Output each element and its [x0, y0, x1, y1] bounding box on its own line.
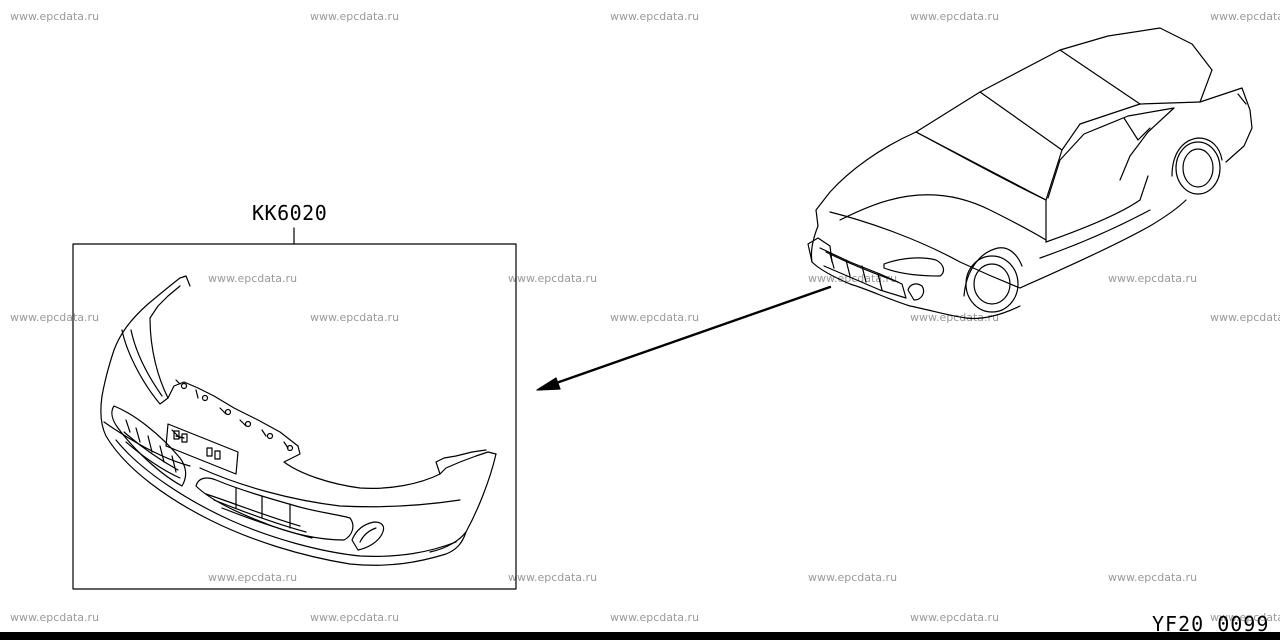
watermark: www.epcdata.ru — [910, 611, 1000, 624]
watermark: www.epcdata.ru — [10, 10, 100, 23]
front-bumper-drawing — [100, 275, 497, 566]
watermark: www.epcdata.ru — [208, 571, 298, 584]
watermark: www.epcdata.ru — [910, 10, 1000, 23]
bottom-band — [0, 632, 1280, 640]
drawing-code: YF20 0099 — [1152, 612, 1270, 636]
pointer-arrow — [536, 285, 832, 391]
watermark: www.epcdata.ru — [610, 311, 700, 324]
watermark: www.epcdata.ru — [610, 10, 700, 23]
watermark: www.epcdata.ru — [10, 311, 100, 324]
watermark: www.epcdata.ru — [310, 611, 400, 624]
watermark: www.epcdata.ru — [1108, 571, 1198, 584]
watermark: www.epcdata.ru — [1108, 272, 1198, 285]
car-overview-drawing — [807, 27, 1253, 320]
part-frame — [72, 243, 517, 590]
watermark: www.epcdata.ru — [1210, 10, 1280, 23]
watermark: www.epcdata.ru — [610, 611, 700, 624]
watermark: www.epcdata.ru — [10, 611, 100, 624]
watermark: www.epcdata.ru — [808, 571, 898, 584]
watermark: www.epcdata.ru — [910, 311, 1000, 324]
watermark: www.epcdata.ru — [208, 272, 298, 285]
watermark: www.epcdata.ru — [310, 10, 400, 23]
watermark: www.epcdata.ru — [310, 311, 400, 324]
watermark: www.epcdata.ru — [1210, 611, 1280, 624]
watermark: www.epcdata.ru — [508, 272, 598, 285]
part-number-label: KK6020 — [252, 201, 328, 225]
watermark: www.epcdata.ru — [1210, 311, 1280, 324]
watermark: www.epcdata.ru — [508, 571, 598, 584]
